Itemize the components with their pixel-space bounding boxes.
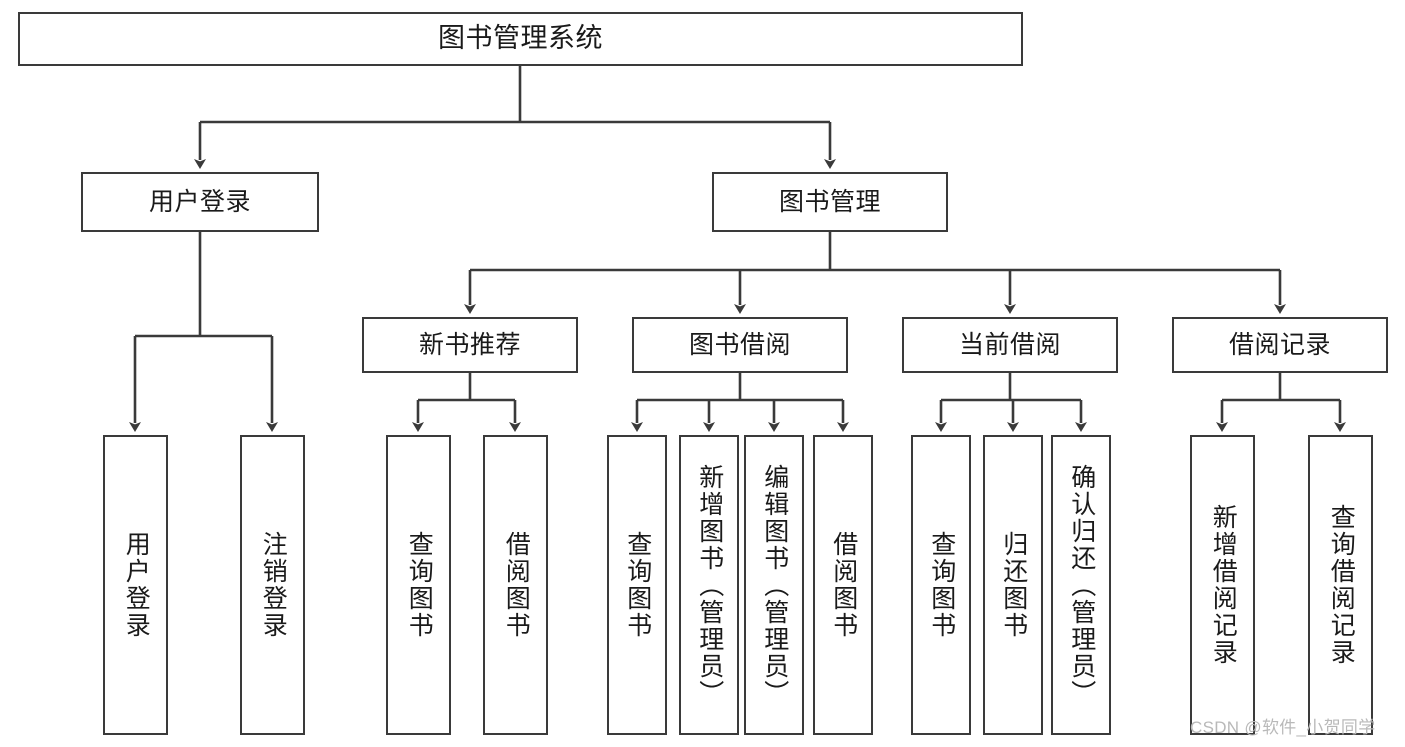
node-book-borrow[interactable]: 图书借阅: [632, 317, 848, 373]
node-leaf-label: 借阅图书: [829, 531, 858, 639]
node-leaf-label: 新增图书（管理员）: [695, 463, 724, 707]
node-borrow-record[interactable]: 借阅记录: [1172, 317, 1388, 373]
node-leaf-query-book-3[interactable]: 查询图书: [911, 435, 971, 735]
node-current-borrow-label: 当前借阅: [958, 330, 1061, 359]
node-leaf-add-record[interactable]: 新增借阅记录: [1190, 435, 1255, 735]
node-leaf-query-book-1[interactable]: 查询图书: [386, 435, 451, 735]
node-leaf-return-book[interactable]: 归还图书: [983, 435, 1043, 735]
node-leaf-label: 归还图书: [999, 531, 1028, 639]
node-root-label: 图书管理系统: [438, 23, 603, 54]
node-leaf-logout[interactable]: 注销登录: [240, 435, 305, 735]
node-user-login[interactable]: 用户登录: [81, 172, 319, 232]
node-current-borrow[interactable]: 当前借阅: [902, 317, 1118, 373]
node-leaf-query-record[interactable]: 查询借阅记录: [1308, 435, 1373, 735]
node-borrow-record-label: 借阅记录: [1228, 330, 1331, 359]
node-leaf-add-book[interactable]: 新增图书（管理员）: [679, 435, 739, 735]
node-leaf-query-book-2[interactable]: 查询图书: [607, 435, 667, 735]
node-leaf-edit-book[interactable]: 编辑图书（管理员）: [744, 435, 804, 735]
node-leaf-label: 借阅图书: [502, 531, 531, 639]
node-leaf-confirm-return[interactable]: 确认归还（管理员）: [1051, 435, 1111, 735]
node-leaf-user-login[interactable]: 用户登录: [103, 435, 168, 735]
node-book-borrow-label: 图书借阅: [688, 330, 791, 359]
node-leaf-label: 新增借阅记录: [1209, 504, 1238, 666]
node-user-login-label: 用户登录: [148, 187, 251, 216]
node-leaf-label: 确认归还（管理员）: [1067, 463, 1096, 707]
node-leaf-label: 编辑图书（管理员）: [760, 463, 789, 707]
node-leaf-borrow-book-2[interactable]: 借阅图书: [813, 435, 873, 735]
node-book-management-label: 图书管理: [778, 187, 881, 216]
node-leaf-label: 查询图书: [927, 531, 956, 639]
node-book-management[interactable]: 图书管理: [712, 172, 948, 232]
node-leaf-label: 注销登录: [259, 531, 288, 639]
node-new-book-recommend-label: 新书推荐: [418, 330, 521, 359]
node-leaf-label: 查询借阅记录: [1327, 504, 1356, 666]
node-new-book-recommend[interactable]: 新书推荐: [362, 317, 578, 373]
node-root-system[interactable]: 图书管理系统: [18, 12, 1023, 66]
node-leaf-label: 查询图书: [405, 531, 434, 639]
node-leaf-borrow-book-1[interactable]: 借阅图书: [483, 435, 548, 735]
node-leaf-label: 用户登录: [122, 531, 151, 639]
watermark-text: CSDN @软件_小贺同学: [1190, 718, 1376, 737]
node-leaf-label: 查询图书: [623, 531, 652, 639]
